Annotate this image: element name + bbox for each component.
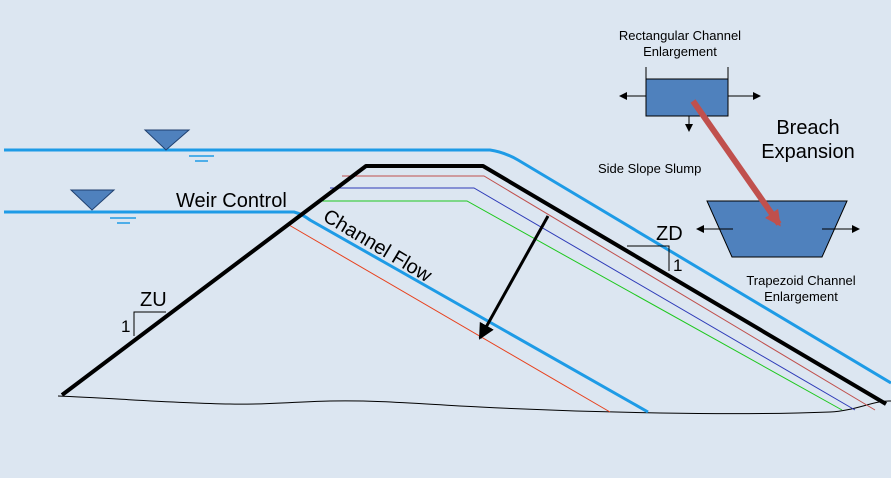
erosion-lines	[288, 175, 876, 413]
erosion-line-green	[317, 200, 843, 411]
side-slope-slump-label: Side Slope Slump	[598, 161, 702, 176]
water-level-symbol-upper	[143, 129, 214, 162]
embankment-outline	[60, 164, 888, 406]
zd-label: ZD	[656, 223, 683, 245]
upstream-water-surface	[4, 148, 891, 385]
breach-expansion-line1: Breach	[776, 117, 840, 139]
ground-line	[57, 395, 891, 415]
erosion-line-red	[342, 175, 876, 411]
breach-expansion-label: Breach Expansion	[748, 116, 868, 164]
rectangular-channel	[619, 67, 761, 132]
zu-label: ZU	[140, 289, 167, 311]
rect-label-line2: Enlargement	[643, 43, 717, 59]
trap-label-line1: Trapezoid Channel	[746, 273, 856, 288]
breach-expansion-line2: Expansion	[761, 141, 855, 163]
zd-one-label: 1	[673, 256, 683, 275]
channel-flow-arrow	[478, 215, 550, 340]
trapezoid-channel-label: Trapezoid Channel Enlargement	[726, 273, 876, 304]
zd-slope-indicator	[627, 245, 670, 271]
erosion-line-orange	[288, 224, 611, 413]
trapezoid-channel	[696, 200, 860, 258]
rect-label-line1: Rectangular Channel	[618, 28, 742, 43]
weir-control-label: Weir Control	[176, 190, 287, 212]
erosion-line-blue	[330, 187, 856, 411]
zu-slope-indicator	[133, 311, 166, 336]
water-level-symbol-lower	[69, 189, 136, 224]
trap-label-line2: Enlargement	[764, 288, 838, 304]
zu-one-label: 1	[121, 317, 131, 336]
breach-expansion-arrow	[690, 99, 782, 227]
rectangular-channel-label: Rectangular Channel Enlargement	[600, 28, 760, 59]
downstream-water-surface	[4, 210, 649, 414]
